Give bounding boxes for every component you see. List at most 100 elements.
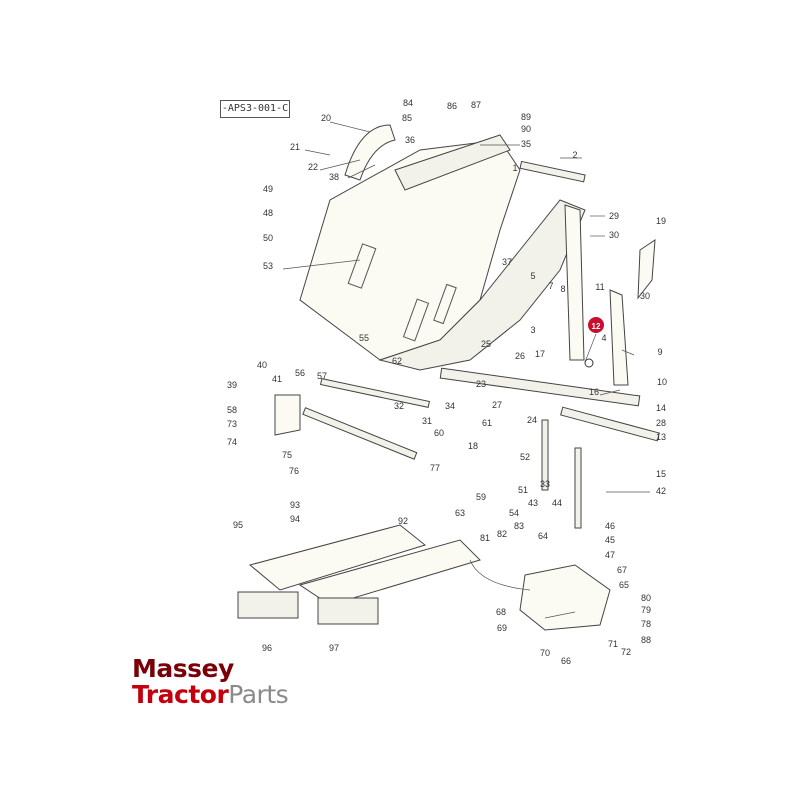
callout-label: 67 (617, 565, 627, 575)
callout-label: 39 (227, 380, 237, 390)
callout-label: 58 (227, 405, 237, 415)
linkage-rod-57 (319, 378, 431, 408)
side-lever (609, 289, 629, 386)
callout-label: 9 (657, 347, 662, 357)
callout-label: 43 (528, 498, 538, 508)
cross-shaft (439, 367, 641, 407)
callout-label: 16 (589, 387, 599, 397)
callout-label: 90 (521, 124, 531, 134)
callout-label: 69 (497, 623, 507, 633)
console-slot (433, 283, 457, 325)
callout-label: 57 (317, 371, 327, 381)
quadrant-plate (344, 124, 396, 181)
callout-label: 23 (476, 379, 486, 389)
callout-label: 42 (656, 486, 666, 496)
callout-label: 21 (290, 142, 300, 152)
callout-label: 19 (656, 216, 666, 226)
callout-label: 54 (509, 508, 519, 518)
callout-label: 60 (434, 428, 444, 438)
callout-label: 66 (561, 656, 571, 666)
callout-label: 86 (447, 101, 457, 111)
callout-label: 33 (540, 479, 550, 489)
console-slot (402, 298, 430, 342)
linkage-rod-75 (302, 407, 418, 460)
callout-label: 87 (471, 100, 481, 110)
callout-label: 96 (262, 643, 272, 653)
callout-label: 22 (308, 162, 318, 172)
callout-label: 55 (359, 333, 369, 343)
callout-label: 75 (282, 450, 292, 460)
callout-label: 94 (290, 514, 300, 524)
logo-massey: Massey (132, 654, 234, 683)
callout-label: 84 (403, 98, 413, 108)
callout-label: 18 (468, 441, 478, 451)
callout-label: 14 (656, 403, 666, 413)
valve-block (519, 564, 611, 631)
top-bracket (394, 134, 511, 191)
callout-label: 13 (656, 432, 666, 442)
callout-label: 32 (394, 401, 404, 411)
control-cable (469, 559, 531, 591)
callout-label: 45 (605, 535, 615, 545)
callout-label: 50 (263, 233, 273, 243)
callout-label: 95 (233, 520, 243, 530)
lever-handle (637, 239, 656, 300)
callout-label: 17 (535, 349, 545, 359)
callout-label: 72 (621, 647, 631, 657)
rear-shaft (560, 406, 660, 442)
callout-label: 20 (321, 113, 331, 123)
callout-label: 80 (641, 593, 651, 603)
callout-label: 48 (263, 208, 273, 218)
callout-label: 2 (572, 150, 577, 160)
callout-label: 41 (272, 374, 282, 384)
callout-label: 44 (552, 498, 562, 508)
callout-label: 30 (609, 230, 619, 240)
callout-label: 88 (641, 635, 651, 645)
callout-label: 74 (227, 437, 237, 447)
callout-label: 78 (641, 619, 651, 629)
callout-label: 71 (608, 639, 618, 649)
callout-label: 63 (455, 508, 465, 518)
callout-label: 4 (601, 333, 606, 343)
callout-label: 36 (405, 135, 415, 145)
callout-label: 28 (656, 418, 666, 428)
callout-label: 26 (515, 351, 525, 361)
highlight-marker[interactable] (588, 317, 604, 333)
vertical-rod-33 (541, 419, 549, 491)
callout-label: 47 (605, 550, 615, 560)
callout-label: 11 (595, 282, 604, 292)
callout-label: 7 (548, 281, 553, 291)
callout-label: 97 (329, 643, 339, 653)
callout-label: 93 (290, 500, 300, 510)
console-slot (347, 243, 377, 289)
callout-label: 34 (445, 401, 455, 411)
callout-label: 56 (295, 368, 305, 378)
callout-label: 76 (289, 466, 299, 476)
logo-tractor: Tractor (132, 680, 229, 709)
callout-label: 62 (392, 356, 402, 366)
callout-label: 24 (527, 415, 537, 425)
long-bolt (519, 160, 586, 183)
callout-label: 35 (521, 139, 531, 149)
reference-code: -APS3-001-C (220, 100, 290, 118)
pedal-pad-left (237, 591, 299, 619)
control-lever (564, 204, 585, 361)
callout-label: 8 (560, 284, 565, 294)
callout-label: 46 (605, 521, 615, 531)
pedal-pad-right (317, 597, 379, 625)
callout-label: 5 (530, 271, 535, 281)
leader-lines (282, 121, 650, 619)
callout-label: 27 (492, 400, 502, 410)
callout-label: 31 (422, 416, 432, 426)
callout-label: 53 (263, 261, 273, 271)
callout-label: 65 (619, 580, 629, 590)
callout-label: 73 (227, 419, 237, 429)
callout-label: 30 (640, 291, 650, 301)
vertical-rod-42 (574, 447, 582, 529)
callout-label: 77 (430, 463, 440, 473)
callout-label: 38 (329, 172, 339, 182)
callout-label: 25 (481, 339, 491, 349)
site-logo[interactable]: Massey TractorParts (132, 654, 289, 709)
callout-label: 79 (641, 605, 651, 615)
